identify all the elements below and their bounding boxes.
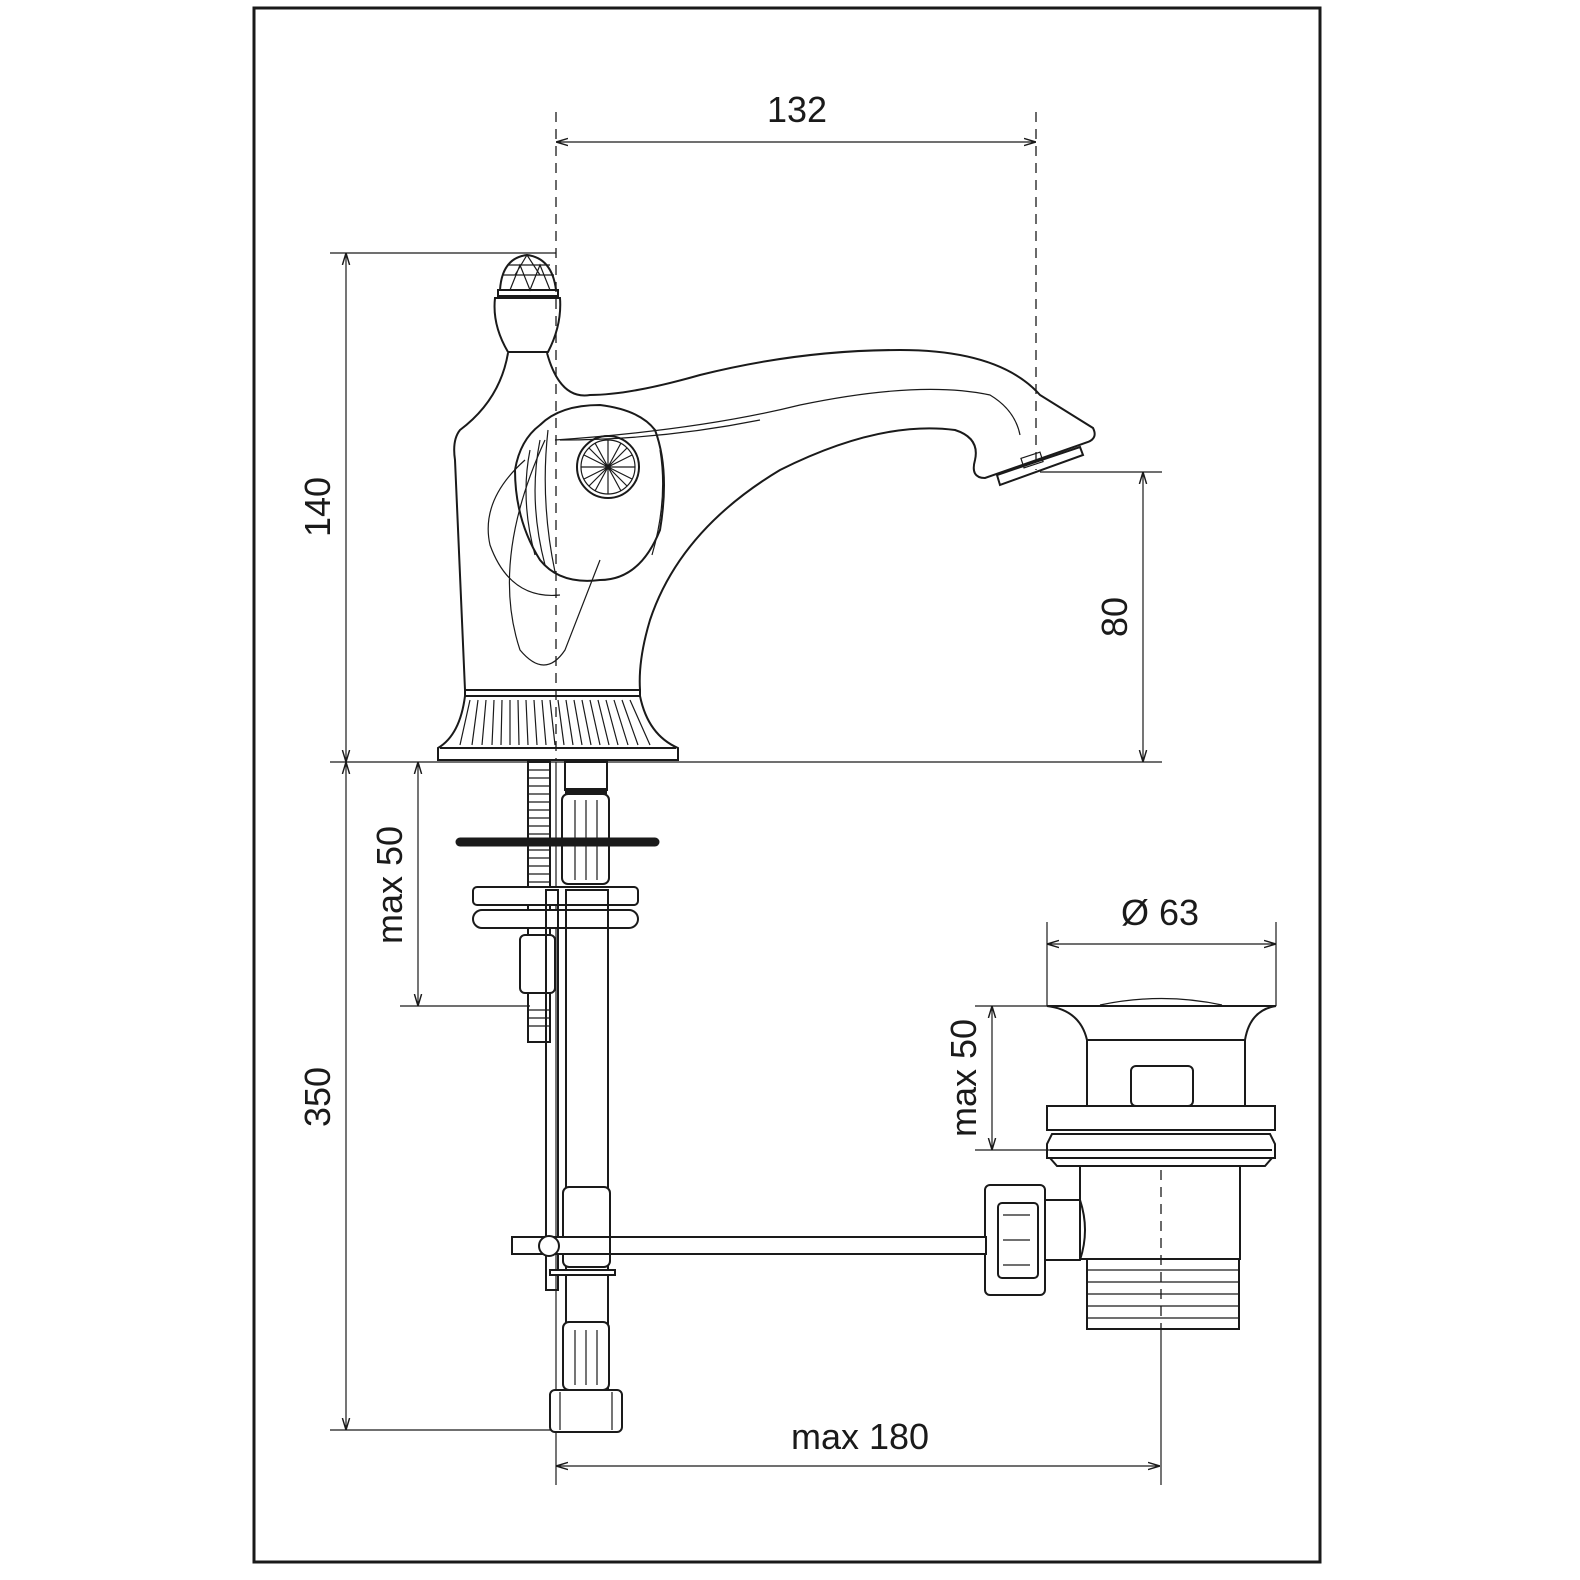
dim-deck-waste: max 50 (943, 1019, 984, 1137)
dim-hose-length: 350 (297, 1067, 338, 1127)
drawing-frame (252, 6, 1322, 1564)
dim-spout-height: 80 (1094, 597, 1135, 637)
dim-deck-tap: max 50 (369, 826, 410, 944)
pop-up-rod (609, 1236, 987, 1255)
fixing-assembly (455, 761, 809, 1433)
dim-total-height: 140 (297, 477, 338, 537)
dim-rod-distance: max 180 (791, 1416, 929, 1457)
centerlines (555, 112, 1162, 1485)
handle (513, 403, 665, 582)
dim-waste-diameter: Ø 63 (1121, 892, 1199, 933)
dim-spout-reach: 132 (767, 89, 827, 130)
extension-lines (330, 252, 1277, 1431)
faucet-body (437, 253, 1096, 761)
pop-up-waste (609, 997, 1277, 1330)
dimension-lines (346, 142, 1276, 1466)
